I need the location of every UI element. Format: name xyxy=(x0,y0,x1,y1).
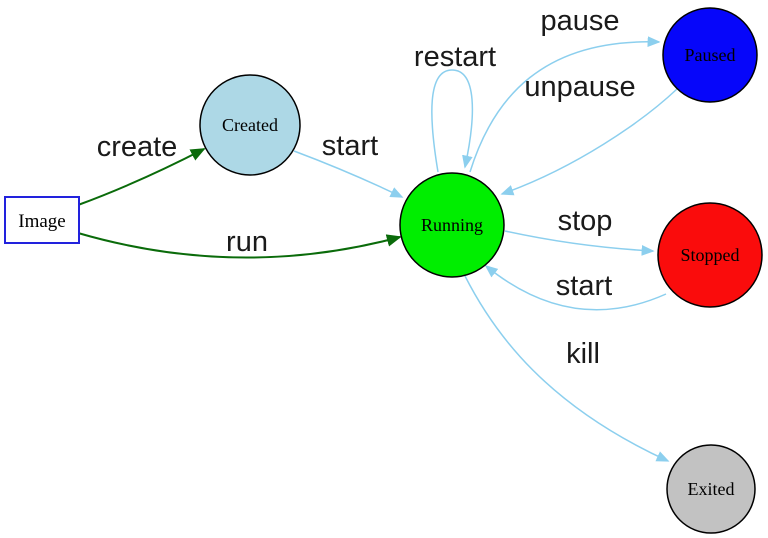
node-created-label: Created xyxy=(222,115,278,135)
edge-start-created-running xyxy=(293,150,404,198)
edge-label-kill: kill xyxy=(566,338,600,370)
node-created-circle xyxy=(199,74,301,176)
edge-label-pause: pause xyxy=(540,5,619,37)
node-running-circle xyxy=(399,172,505,278)
edge-labels-layer: create start run restart pause unpause s… xyxy=(97,5,636,370)
edge-unpause xyxy=(500,88,678,196)
edge-kill xyxy=(464,275,670,462)
node-image: Image xyxy=(4,196,80,244)
node-created: Created xyxy=(199,74,301,176)
edge-label-restart: restart xyxy=(414,41,496,73)
node-exited: Exited xyxy=(666,444,756,534)
node-exited-label: Exited xyxy=(688,479,735,499)
node-running: Running xyxy=(399,172,505,278)
edges-layer xyxy=(77,36,678,462)
node-stopped: Stopped xyxy=(657,202,763,308)
node-paused-label: Paused xyxy=(685,45,736,65)
node-paused-circle xyxy=(662,7,758,103)
node-stopped-circle xyxy=(657,202,763,308)
edge-stop xyxy=(504,230,655,256)
node-running-label: Running xyxy=(421,215,483,235)
node-paused: Paused xyxy=(662,7,758,103)
edge-restart-self-loop xyxy=(431,69,474,173)
edge-label-create: create xyxy=(97,131,178,163)
edge-label-run: run xyxy=(226,226,268,258)
edge-label-unpause: unpause xyxy=(524,71,635,103)
node-exited-circle xyxy=(666,444,756,534)
edge-run xyxy=(77,232,402,259)
edge-start-stopped-running xyxy=(484,264,667,311)
edge-label-start-stopped: start xyxy=(556,270,612,302)
edge-pause xyxy=(469,36,661,173)
node-image-label: Image xyxy=(18,211,65,232)
edge-create xyxy=(77,148,206,206)
edge-label-stop: stop xyxy=(558,205,613,237)
node-image-rect xyxy=(4,196,80,244)
edge-label-start-created: start xyxy=(322,130,378,162)
node-stopped-label: Stopped xyxy=(680,245,739,265)
